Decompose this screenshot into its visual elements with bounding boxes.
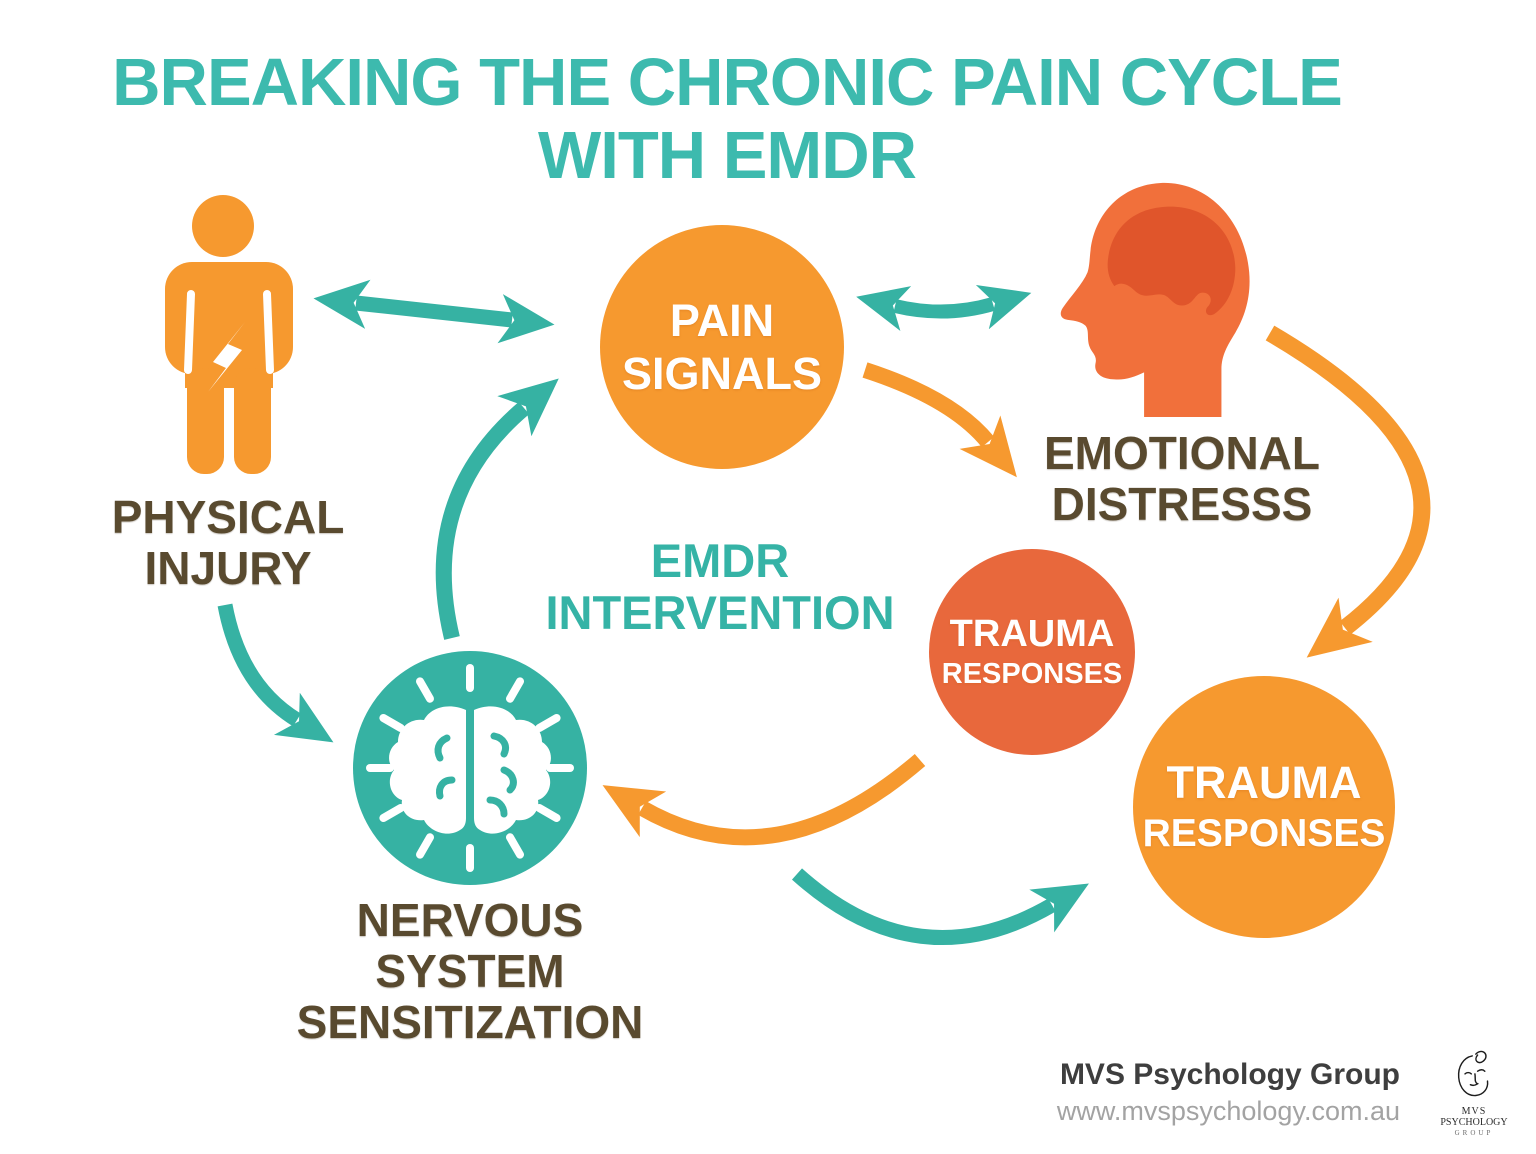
emotional-distress-line1: EMOTIONAL xyxy=(1044,427,1320,479)
lightning-bolt-icon xyxy=(208,322,245,392)
emdr-intervention-label: EMDR INTERVENTION xyxy=(545,535,895,639)
page-title-line2: WITH EMDR xyxy=(537,118,917,193)
arrow-nervous-to-trauma xyxy=(791,868,1089,945)
logo-text-line1: MVS xyxy=(1461,1106,1487,1117)
arrow-trauma-to-nervous xyxy=(602,753,926,846)
emotional-distress-label: EMOTIONAL DISTRESSS xyxy=(1032,428,1332,530)
arrow-pain-to-distress xyxy=(862,362,1017,478)
page-title-line1: BREAKING THE CHRONIC PAIN CYCLE xyxy=(112,45,1343,120)
nervous-system-label: NERVOUS SYSTEM SENSITIZATION xyxy=(270,895,670,1048)
brain-burst-icon xyxy=(353,651,587,885)
physical-injury-line1: PHYSICAL xyxy=(111,491,345,543)
burst-rays xyxy=(366,664,574,872)
emotional-distress-line2: DISTRESSS xyxy=(1051,478,1313,530)
trauma-responses-bottom-node: TRAUMA RESPONSES xyxy=(1133,676,1395,938)
trauma-bottom-line1: TRAUMA xyxy=(1166,757,1362,808)
mvs-face-line-art-icon xyxy=(1457,1050,1489,1097)
mvs-logo: MVS PSYCHOLOGY GROUP xyxy=(1436,1046,1512,1137)
footer-website-url: www.mvspsychology.com.au xyxy=(1056,1096,1400,1126)
logo-text-line3: GROUP xyxy=(1454,1129,1494,1137)
physical-injury-line2: INJURY xyxy=(144,542,312,594)
emdr-intervention-line2: INTERVENTION xyxy=(545,586,895,639)
pain-signals-node: PAIN SIGNALS xyxy=(600,225,844,469)
page-title: BREAKING THE CHRONIC PAIN CYCLE WITH EMD… xyxy=(0,46,1454,192)
arrow-nervous-to-pain xyxy=(435,378,559,640)
footer-org-name: MVS Psychology Group xyxy=(1059,1058,1400,1091)
arrow-pain-distress-bidirectional xyxy=(856,284,1032,332)
pain-signals-line1: PAIN xyxy=(669,295,775,346)
nervous-system-line1: NERVOUS SYSTEM xyxy=(356,894,584,997)
brain-icon xyxy=(1107,206,1236,316)
logo-text-line2: PSYCHOLOGY xyxy=(1440,1117,1508,1128)
head-with-brain-icon xyxy=(1060,182,1250,417)
trauma-responses-mid-node: TRAUMA RESPONSES xyxy=(929,549,1135,755)
trauma-mid-line2: RESPONSES xyxy=(941,658,1123,690)
arrow-injury-pain-bidirectional xyxy=(313,279,555,344)
nervous-system-line2: SENSITIZATION xyxy=(296,996,644,1048)
injured-person-icon xyxy=(165,195,293,474)
pain-signals-line2: SIGNALS xyxy=(621,348,823,399)
arrow-injury-to-nervous xyxy=(217,603,334,743)
trauma-bottom-line2: RESPONSES xyxy=(1142,812,1386,855)
emdr-intervention-line1: EMDR xyxy=(650,534,790,587)
physical-injury-label: PHYSICAL INJURY xyxy=(103,492,353,594)
trauma-mid-line1: TRAUMA xyxy=(949,613,1115,655)
